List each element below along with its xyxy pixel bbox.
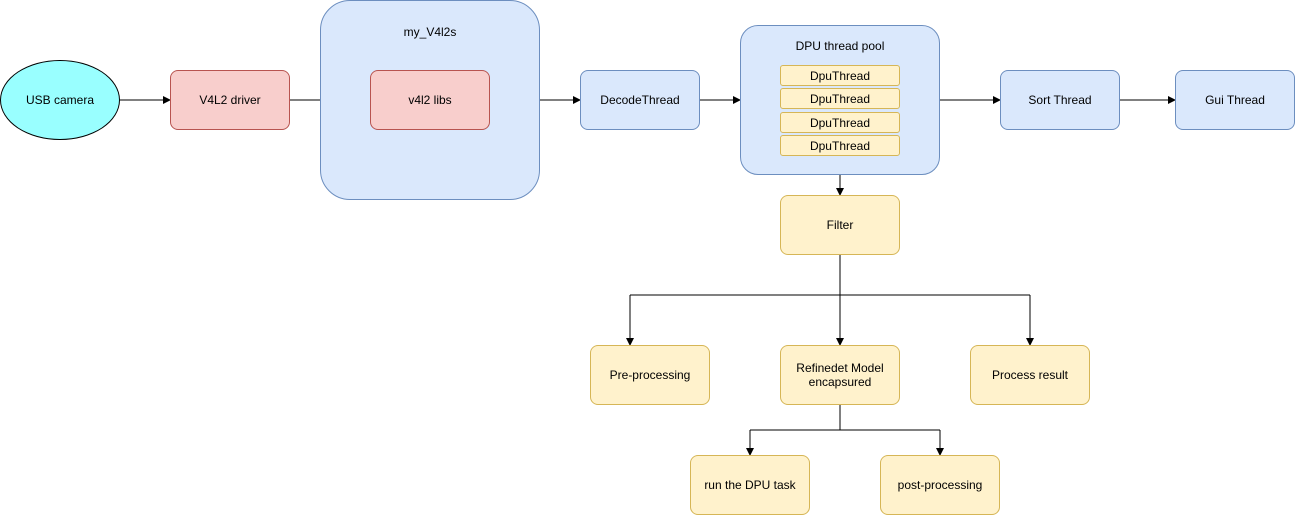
pre-processing-node: Pre-processing	[590, 345, 710, 405]
gui-thread-label: Gui Thread	[1205, 93, 1265, 107]
v4l2-driver-label: V4L2 driver	[199, 93, 261, 107]
filter-node: Filter	[780, 195, 900, 255]
decode-thread-label: DecodeThread	[600, 93, 680, 107]
sort-thread-node: Sort Thread	[1000, 70, 1120, 130]
process-result-node: Process result	[970, 345, 1090, 405]
dpu-thread-2: DpuThread	[780, 88, 900, 109]
filter-label: Filter	[826, 218, 854, 232]
decode-thread-node: DecodeThread	[580, 70, 700, 130]
post-processing-node: post-processing	[880, 455, 1000, 515]
run-dpu-task-label: run the DPU task	[704, 478, 796, 492]
usb-camera-label: USB camera	[25, 93, 95, 107]
refinedet-model-node: Refinedet Model encapsured	[780, 345, 900, 405]
dpu-thread-label: DpuThread	[809, 68, 871, 83]
gui-thread-node: Gui Thread	[1175, 70, 1295, 130]
pre-processing-label: Pre-processing	[609, 368, 691, 382]
v4l2-driver-node: V4L2 driver	[170, 70, 290, 130]
refinedet-model-label: Refinedet Model encapsured	[796, 361, 884, 389]
post-processing-label: post-processing	[897, 478, 983, 492]
usb-camera-node: USB camera	[0, 60, 120, 140]
dpu-thread-4: DpuThread	[780, 135, 900, 156]
v4l2-libs-node: v4l2 libs	[370, 70, 490, 130]
my-v4l2s-label: my_V4l2s	[403, 25, 457, 39]
dpu-thread-3: DpuThread	[780, 112, 900, 133]
dpu-thread-pool-label: DPU thread pool	[795, 39, 885, 53]
dpu-thread-label: DpuThread	[809, 138, 871, 153]
dpu-thread-label: DpuThread	[809, 115, 871, 130]
dpu-thread-label: DpuThread	[809, 91, 871, 106]
sort-thread-label: Sort Thread	[1028, 93, 1092, 107]
dpu-thread-1: DpuThread	[780, 65, 900, 86]
v4l2-libs-label: v4l2 libs	[408, 93, 452, 107]
run-dpu-task-node: run the DPU task	[690, 455, 810, 515]
process-result-label: Process result	[991, 368, 1069, 382]
